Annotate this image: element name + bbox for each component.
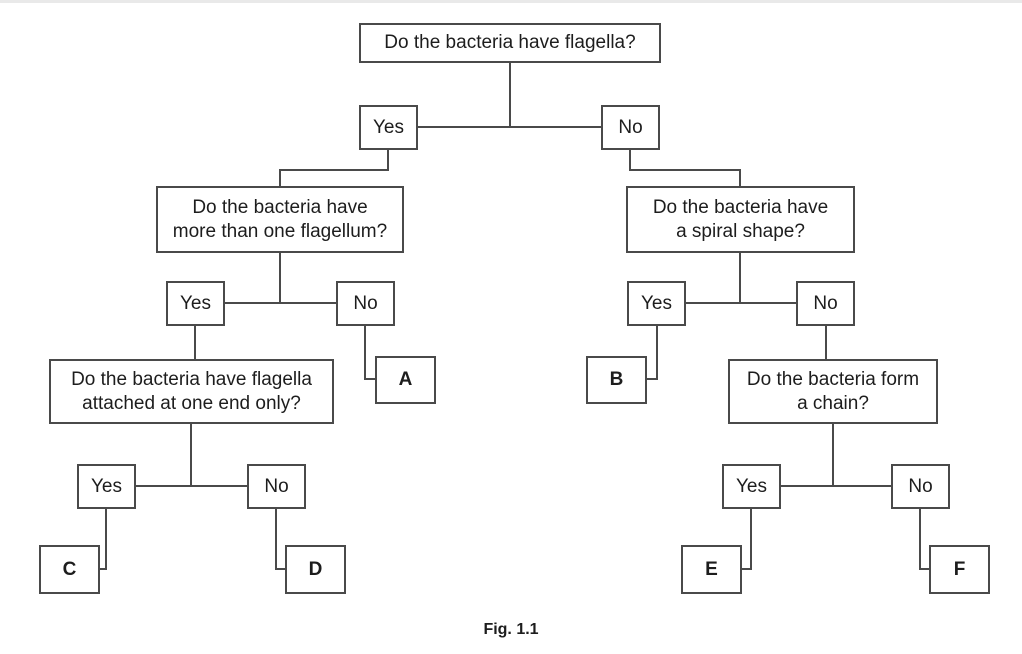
connector-chain-yes-drop — [741, 508, 752, 570]
node-label: No — [618, 116, 643, 138]
node-outcome-f[interactable]: F — [929, 545, 990, 594]
node-answer-one-end-no[interactable]: No — [247, 464, 306, 509]
node-label: E — [705, 558, 718, 580]
connector-one-end-yes-drop — [99, 508, 107, 570]
node-answer-flagella-yes[interactable]: Yes — [359, 105, 418, 150]
node-outcome-c[interactable]: C — [39, 545, 100, 594]
node-label: No — [813, 292, 838, 314]
node-outcome-b[interactable]: B — [586, 356, 647, 404]
node-answer-flagella-no[interactable]: No — [601, 105, 660, 150]
figure-caption: Fig. 1.1 — [483, 621, 539, 638]
page-top-rule — [0, 0, 1022, 3]
connector-one-end-no-drop — [275, 508, 286, 570]
node-answer-chain-no[interactable]: No — [891, 464, 950, 509]
connector-yes1-drop — [279, 149, 389, 187]
connector-no1-drop — [629, 149, 741, 187]
node-label: Do the bacteria form a chain? — [746, 369, 920, 414]
node-outcome-e[interactable]: E — [681, 545, 742, 594]
connector-spiral-yes-drop — [646, 325, 658, 380]
node-label: Do the bacteria have flagella attached a… — [71, 369, 312, 414]
node-label: F — [953, 558, 966, 580]
node-question-spiral-shape[interactable]: Do the bacteria have a spiral shape? — [626, 186, 855, 253]
node-label: Yes — [373, 116, 404, 138]
node-question-form-a-chain[interactable]: Do the bacteria form a chain? — [728, 359, 938, 424]
node-answer-one-end-yes[interactable]: Yes — [77, 464, 136, 509]
node-outcome-a[interactable]: A — [375, 356, 436, 404]
node-label: No — [353, 292, 378, 314]
node-question-more-than-one-flagellum[interactable]: Do the bacteria have more than one flage… — [156, 186, 404, 253]
node-label: Yes — [180, 292, 211, 314]
node-question-flagella[interactable]: Do the bacteria have flagella? — [359, 23, 661, 63]
node-label: D — [308, 558, 323, 580]
node-label: No — [264, 475, 289, 497]
node-answer-more-yes[interactable]: Yes — [166, 281, 225, 326]
connector-chain-no-drop — [919, 508, 930, 570]
connector-more-no-drop — [364, 325, 376, 380]
node-answer-spiral-yes[interactable]: Yes — [627, 281, 686, 326]
node-outcome-d[interactable]: D — [285, 545, 346, 594]
node-label: A — [398, 369, 413, 391]
node-label: C — [62, 558, 77, 580]
node-label: Yes — [736, 475, 767, 497]
node-label: Yes — [91, 475, 122, 497]
node-answer-chain-yes[interactable]: Yes — [722, 464, 781, 509]
node-label: Do the bacteria have flagella? — [384, 32, 636, 54]
node-answer-more-no[interactable]: No — [336, 281, 395, 326]
node-label: Do the bacteria have a spiral shape? — [652, 197, 829, 242]
node-question-attached-one-end[interactable]: Do the bacteria have flagella attached a… — [49, 359, 334, 424]
node-answer-spiral-no[interactable]: No — [796, 281, 855, 326]
node-label: No — [908, 475, 933, 497]
node-label: Yes — [641, 292, 672, 314]
node-label: Do the bacteria have more than one flage… — [172, 197, 388, 242]
node-label: B — [609, 369, 624, 391]
